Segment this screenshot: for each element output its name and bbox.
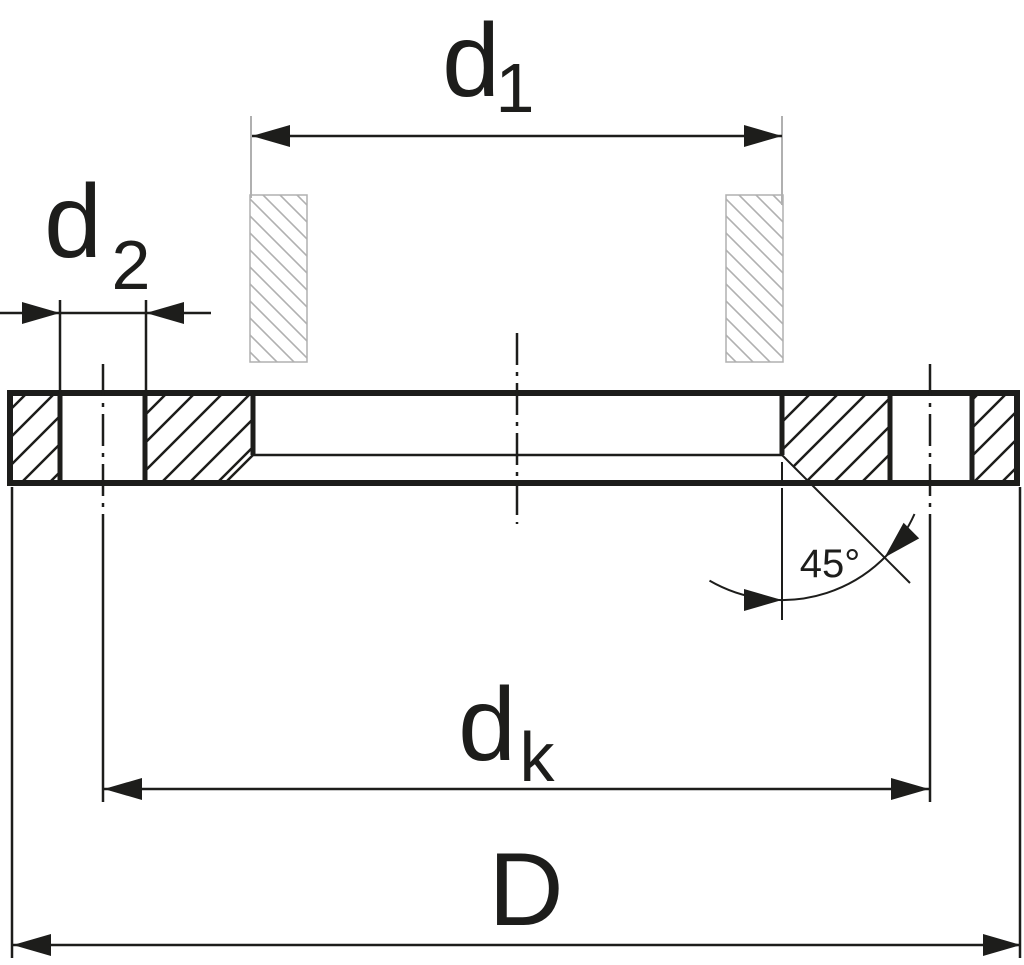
- D-arrow-right-icon: [983, 934, 1021, 956]
- d1-arrow-left-icon: [252, 125, 290, 147]
- chamfer-edge-left: [224, 454, 254, 484]
- dimension-dk: d k: [101, 532, 932, 802]
- pipe-wall-left: [249, 194, 308, 363]
- chamfer-edge-right-extended: [781, 454, 911, 584]
- D-arrow-left-icon: [13, 934, 51, 956]
- label-d2-subscript: 2: [112, 226, 151, 304]
- flange-outline: [7, 390, 1020, 486]
- d2-arrow-left-icon: [22, 302, 60, 324]
- label-dk-subscript: k: [520, 718, 556, 796]
- label-D: D: [488, 832, 563, 948]
- dimension-d1: d 1: [250, 3, 783, 205]
- flange-section: [7, 390, 1020, 486]
- dk-arrow-right-icon: [891, 778, 929, 800]
- dk-arrow-left-icon: [104, 778, 142, 800]
- dimension-d2: d 2: [0, 164, 211, 392]
- pipe-phantom-section: [249, 194, 784, 363]
- dimension-D: D: [10, 487, 1022, 958]
- hatch-outer-left: [10, 393, 60, 483]
- label-angle: 45°: [800, 542, 861, 586]
- angle-arrow-left-icon: [744, 589, 782, 611]
- centerlines: [101, 333, 932, 532]
- hatch-inner-right: [782, 393, 890, 483]
- d1-arrow-right-icon: [744, 125, 782, 147]
- label-d1: d: [442, 3, 500, 119]
- pipe-wall-right: [725, 194, 784, 363]
- label-d2: d: [44, 164, 102, 280]
- angle-arrow-right-icon: [884, 522, 920, 558]
- label-d1-subscript: 1: [496, 49, 535, 127]
- angle-annotation: 45°: [709, 454, 920, 620]
- d2-arrow-right-icon: [146, 302, 184, 324]
- hatch-outer-right: [972, 393, 1017, 483]
- hatch-inner-left: [145, 393, 253, 483]
- label-dk: d: [458, 667, 516, 783]
